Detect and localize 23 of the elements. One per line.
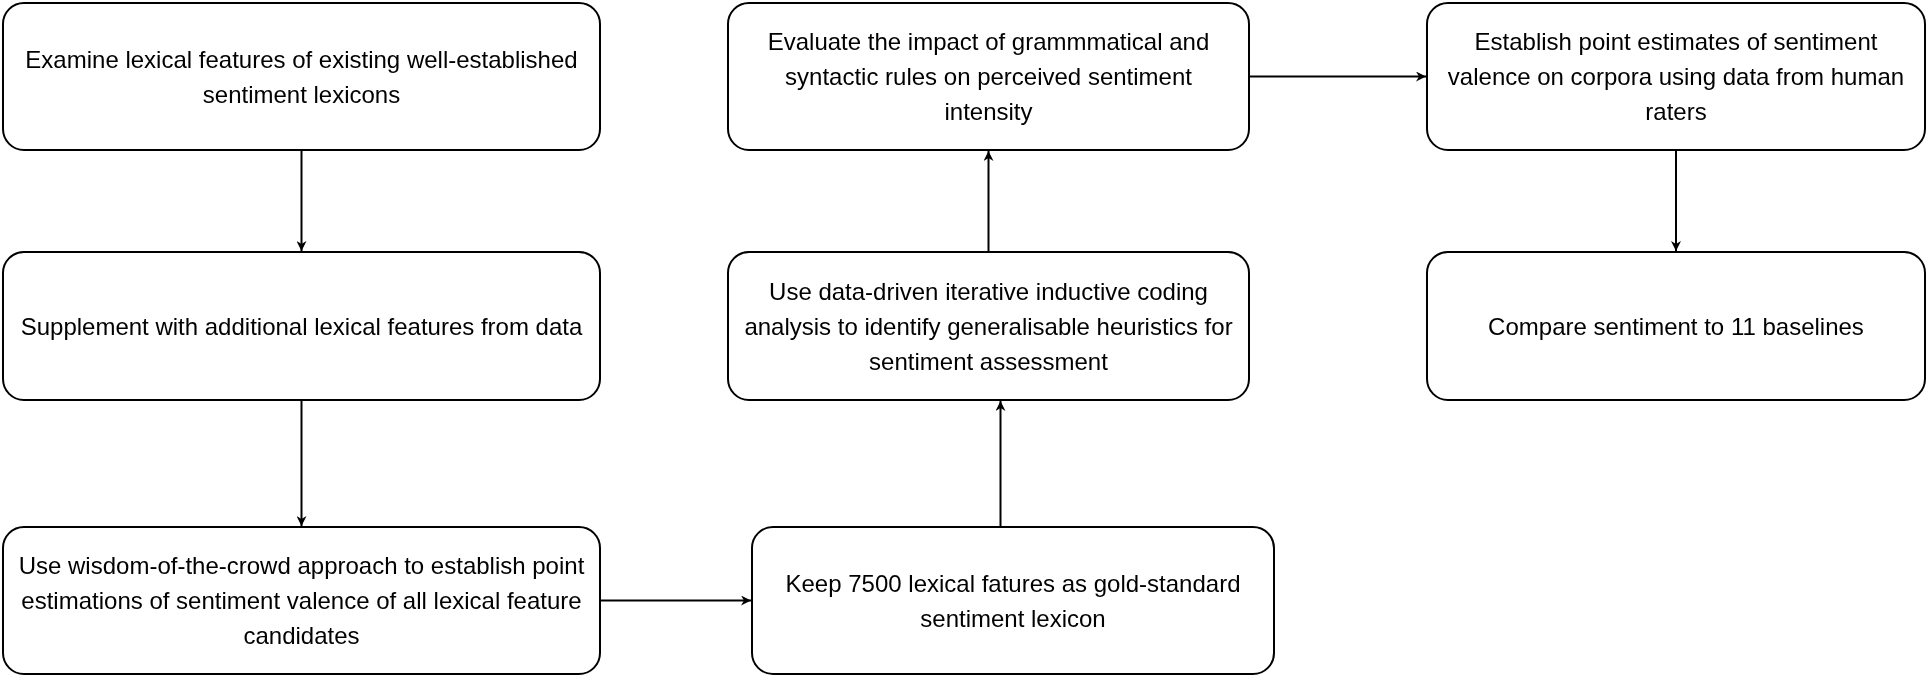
process-box [2, 2, 601, 151]
step-text: Compare sentiment to 11 baselines [1488, 311, 1864, 342]
step-text: Keep 7500 lexical fatures as gold-standard sentiment lexicon [784, 568, 1242, 634]
step-text: Supplement with additional lexical features from data [20, 311, 583, 342]
arrow [1249, 71, 1427, 82]
arrow [995, 400, 1006, 527]
process-box [751, 526, 1275, 675]
process-box [727, 251, 1250, 401]
step-text: Use data-driven iterative inductive coding analysis to identify generalisable heuristics for sentiment assessment [743, 276, 1234, 377]
process-box [727, 2, 1250, 151]
arrow [983, 150, 994, 252]
process-box [1426, 251, 1926, 401]
step-text: Examine lexical features of existing well-established sentiment lexicons [24, 44, 579, 110]
process-box [1426, 2, 1926, 151]
arrow [296, 150, 307, 252]
process-box [2, 251, 601, 401]
arrow [600, 595, 752, 606]
arrow [1671, 150, 1681, 252]
step-text: Establish point estimates of sentiment valence on corpora using data from human raters [1446, 27, 1906, 127]
step-text: Evaluate the impact of grammmatical and syntactic rules on perceived sentiment intensity [766, 27, 1211, 127]
step-text: Use wisdom-of-the-crowd approach to establish point estimations of sentiment valence of all lexical feature candidates [18, 551, 585, 651]
process-box [2, 526, 601, 675]
arrow [296, 400, 307, 527]
